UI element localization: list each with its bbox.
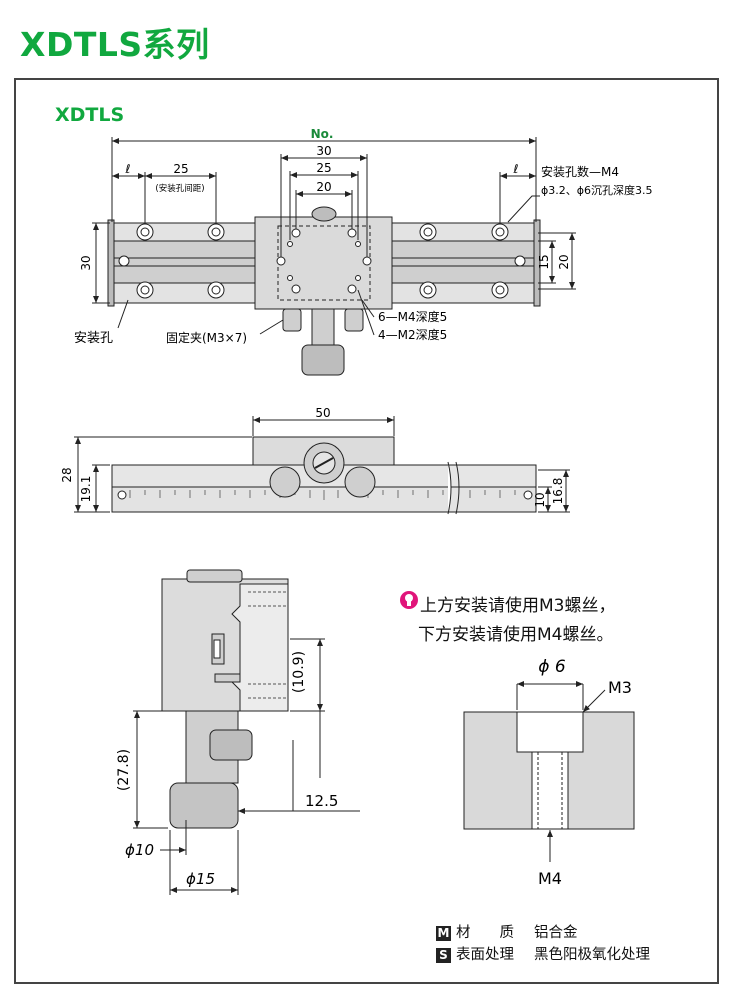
dim-l-left: ℓ xyxy=(125,162,131,176)
dim-27-8: (27.8) xyxy=(116,749,132,791)
side-knob xyxy=(169,782,239,829)
label-m3: M3 xyxy=(608,678,632,697)
dim-15-right: 15 xyxy=(537,254,551,269)
mount-pitch-note: (安装孔间距) xyxy=(155,183,204,194)
mounting-note: 上方安装请使用M3螺丝， 下方安装请使用M4螺丝。 xyxy=(398,592,615,650)
dim-phi15: ϕ15 xyxy=(186,870,215,888)
surface-badge: S xyxy=(436,947,451,963)
drawing-frame xyxy=(14,78,719,984)
counterbore xyxy=(516,711,584,753)
spec-material-row: M 材 质 铝合金 xyxy=(436,922,650,944)
dim-28: 28 xyxy=(60,467,74,482)
dim-phi10: ϕ10 xyxy=(125,841,154,859)
label-mount-hole: 安装孔 xyxy=(74,331,113,346)
label-clamp: 固定夹(M3×7) xyxy=(166,330,247,345)
clamp-knob-front xyxy=(269,466,301,498)
clamp xyxy=(344,308,364,332)
section-label: XDTLS xyxy=(55,104,124,126)
dim-19-1: 19.1 xyxy=(79,476,93,503)
feed-knob xyxy=(301,344,345,376)
material-key: 材 质 xyxy=(456,925,514,941)
note-line1: 上方安装请使用M3螺丝， xyxy=(420,596,616,616)
surface-key: 表面处理 xyxy=(456,947,514,963)
dim-20-mid: 20 xyxy=(316,180,331,194)
dim-50: 50 xyxy=(315,406,330,420)
dim-10: 10 xyxy=(533,492,547,507)
dim-20-right: 20 xyxy=(557,254,571,269)
material-value: 铝合金 xyxy=(534,925,578,941)
dim-10-9: (10.9) xyxy=(291,651,307,693)
counterbore-note: ϕ3.2、ϕ6沉孔深度3.5 xyxy=(541,183,653,197)
dim-phi6: ϕ 6 xyxy=(538,657,566,677)
mount-hole-count: 安装孔数—M4 xyxy=(541,164,619,179)
clamp-knob-front xyxy=(344,466,376,498)
label-m4: 6—M4深度5 xyxy=(378,309,447,324)
side-view xyxy=(133,569,360,895)
dim-12-5: 12.5 xyxy=(305,792,338,810)
spec-table: M 材 质 铝合金 S 表面处理 黑色阳极氧化处理 xyxy=(436,922,650,966)
hole-detail xyxy=(463,681,635,862)
spec-surface-row: S 表面处理 黑色阳极氧化处理 xyxy=(436,944,650,966)
label-m2: 4—M2深度5 xyxy=(378,327,447,342)
label-m4-detail: M4 xyxy=(538,869,562,888)
material-badge: M xyxy=(436,925,451,941)
bulb-icon xyxy=(400,591,418,609)
dim-l-right: ℓ xyxy=(513,162,519,176)
surface-value: 黑色阳极氧化处理 xyxy=(534,947,650,963)
carriage-top xyxy=(254,216,393,310)
dim-25-mid: 25 xyxy=(316,161,331,175)
note-line2: 下方安装请使用M4螺丝。 xyxy=(418,625,614,645)
top-view xyxy=(92,137,576,376)
clamp xyxy=(282,308,302,332)
dim-no-label: No. xyxy=(311,127,334,141)
dim-16-8: 16.8 xyxy=(551,478,565,505)
dim-30-left: 30 xyxy=(79,255,93,270)
dim-25-left: 25 xyxy=(173,162,188,176)
thread-hole xyxy=(531,751,569,830)
dim-30-top: 30 xyxy=(316,144,331,158)
page-title: XDTLS系列 xyxy=(20,25,210,64)
front-view xyxy=(74,416,570,515)
